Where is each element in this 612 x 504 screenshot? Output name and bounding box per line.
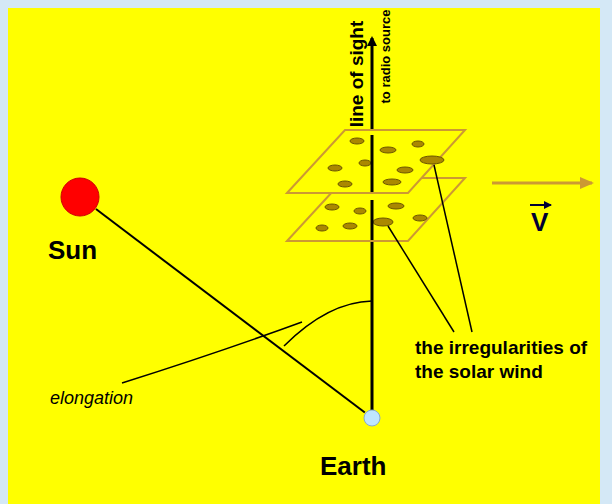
velocity-arrow: [492, 182, 592, 185]
circle-shape: [60, 177, 100, 217]
axis-label: line of sight: [346, 21, 368, 128]
leader-line: [434, 165, 472, 332]
body-label: Sun: [48, 235, 97, 266]
vector-mark: [530, 204, 551, 206]
line-of-sight: [371, 38, 374, 410]
circle-shape: [363, 409, 381, 427]
callout-label: the irregularities of the solar wind: [415, 336, 591, 384]
axis-label: to radio source: [378, 9, 393, 103]
callout-label: elongation: [50, 388, 133, 409]
leader-line: [122, 322, 302, 383]
earth-circle: Earth: [363, 409, 381, 427]
connector-line: [96, 209, 365, 412]
vector-label: V: [531, 207, 548, 238]
irregularities: [328, 138, 444, 187]
leader-line: [388, 226, 454, 332]
body-label: Earth: [320, 451, 386, 482]
sun-circle: Sun: [60, 177, 100, 217]
